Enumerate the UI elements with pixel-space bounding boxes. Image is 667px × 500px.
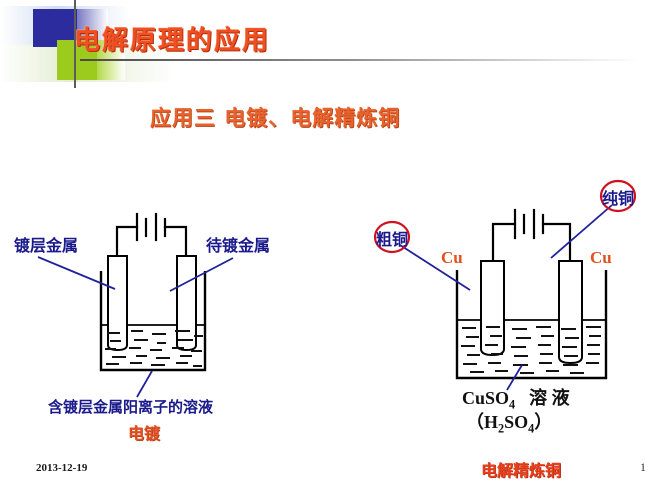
- left-solution-dashes: [105, 330, 203, 367]
- right-solution-caption-line2: （H2SO4）: [466, 408, 552, 437]
- left-electrode-workpiece: [176, 255, 197, 352]
- solution-formula-h2so4-sub2: 4: [528, 421, 535, 436]
- title-horizontal-rule: [80, 59, 640, 61]
- left-process-caption: 电镀: [128, 424, 161, 443]
- solution-formula-h2so4-open: （H: [466, 412, 499, 432]
- left-solution-caption: 含镀层金属阳离子的溶液: [48, 398, 214, 416]
- right-label-circles: [373, 179, 637, 254]
- left-beaker: [99, 271, 207, 372]
- right-label-pure-copper: 纯铜: [602, 189, 635, 208]
- solution-formula-cuso4: CuSO: [462, 388, 510, 408]
- right-electrode-pure-copper: [558, 260, 583, 365]
- right-pointer-lines: [399, 204, 613, 391]
- right-label-crude-copper: 粗铜: [376, 230, 409, 249]
- left-pointer-lines: [37, 256, 234, 398]
- left-label-workpiece: 待镀金属: [206, 236, 271, 255]
- solution-word-rongye: 溶 液: [529, 388, 570, 408]
- page-title: 电解原理的应用: [74, 26, 271, 56]
- solution-formula-cuso4-sub: 4: [509, 397, 516, 412]
- solution-formula-h2so4-close: ）: [534, 412, 553, 432]
- right-solution-dashes: [461, 326, 601, 374]
- solution-formula-h2so4-mid: SO: [504, 412, 529, 432]
- right-beaker: [455, 270, 608, 380]
- left-electrode-plating-metal: [107, 255, 128, 352]
- left-cell-circuit: [115, 212, 188, 258]
- solution-formula-h2so4-sub1: 2: [498, 421, 505, 436]
- footer-date: 2013-12-19: [36, 462, 88, 474]
- footer-title: 电解精炼铜: [481, 461, 562, 480]
- right-electrode-right-material-label: Cu: [590, 248, 612, 267]
- decoration-vertical-line: [74, 0, 76, 88]
- right-solution-caption-line1: CuSO4 溶 液: [462, 384, 570, 413]
- right-electrode-left-material-label: Cu: [441, 248, 463, 267]
- slide-subtitle: 应用三 电镀、电解精炼铜: [150, 106, 401, 130]
- footer-page-number: 1: [640, 460, 646, 474]
- right-cell-circuit: [491, 208, 572, 263]
- left-label-plating-metal: 镀层金属: [14, 236, 79, 255]
- right-electrode-crude-copper: [480, 260, 505, 357]
